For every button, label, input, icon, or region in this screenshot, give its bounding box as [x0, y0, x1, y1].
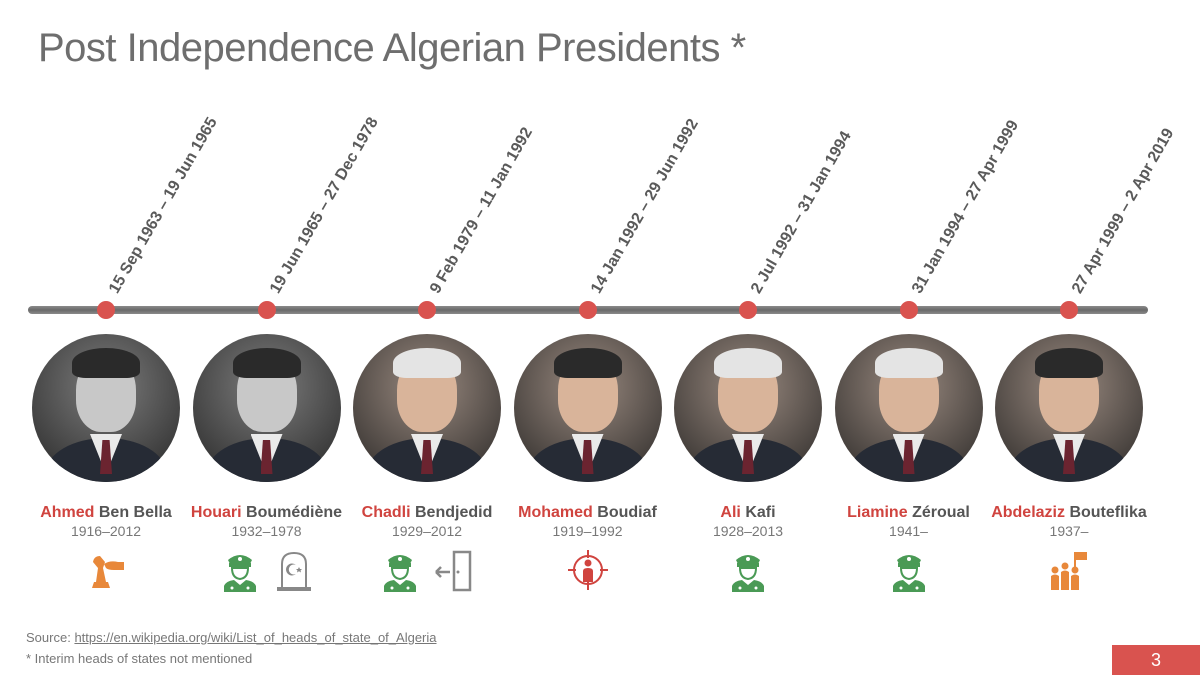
source-label: Source: [26, 630, 71, 645]
life-years: 1916–2012 [70, 523, 142, 539]
life-years: 1932–1978 [231, 523, 302, 539]
president-name: Ahmed Ben Bella [26, 504, 186, 522]
page-title: Post Independence Algerian Presidents * [38, 26, 746, 70]
last-name: Boumédiène [246, 504, 343, 521]
fate-icons [347, 548, 507, 592]
timeline-marker [578, 301, 597, 319]
president-name: Chadli Bendjedid [347, 504, 507, 522]
source-link[interactable]: https://en.wikipedia.org/wiki/List_of_he… [74, 630, 437, 645]
coup-chess-icon [84, 548, 128, 592]
source-line: Source: https://en.wikipedia.org/wiki/Li… [26, 630, 437, 645]
exit-door-icon [432, 548, 476, 592]
last-name: Zéroual [912, 504, 970, 521]
president-photo [353, 334, 501, 482]
fate-icons [508, 548, 668, 592]
life-years: 1928–2013 [712, 523, 784, 539]
president-photo [834, 334, 983, 482]
last-name: Bouteflika [1069, 504, 1147, 521]
first-name: Chadli [361, 504, 411, 521]
president-photo [192, 334, 341, 482]
life-years: 1919–1992 [552, 523, 623, 539]
military-officer-icon [218, 548, 262, 592]
timeline-marker [418, 301, 436, 319]
president-name: Mohamed Boudiaf [508, 504, 668, 522]
timeline-marker [1060, 301, 1078, 319]
president-name: Abdelaziz Bouteflika [989, 504, 1149, 522]
president-photo [513, 334, 662, 482]
timeline-marker [97, 301, 115, 319]
president-name: Liamine Zéroual [829, 504, 989, 522]
first-name: Ahmed [40, 504, 95, 521]
protest-crowd-icon [1047, 548, 1091, 592]
term-dates: 27 Apr 1999 – 2 Apr 2019 [1069, 125, 1178, 297]
first-name: Liamine [847, 504, 908, 521]
timeline-marker [739, 301, 757, 319]
life-years: 1937– [1049, 523, 1089, 539]
fate-icons [187, 548, 347, 592]
last-name: Bendjedid [415, 504, 493, 521]
fate-icons [989, 548, 1149, 592]
first-name: Houari [190, 504, 242, 521]
president-name: Ali Kafi [668, 504, 828, 522]
tombstone-icon [272, 548, 316, 592]
president-photo [674, 334, 822, 482]
president-photo [995, 334, 1143, 482]
footnote: * Interim heads of states not mentioned [26, 651, 253, 666]
last-name: Kafi [745, 504, 776, 521]
president-photo [32, 334, 180, 482]
assassination-target-icon [566, 548, 610, 592]
last-name: Boudiaf [597, 504, 657, 521]
last-name: Ben Bella [98, 504, 172, 521]
first-name: Abdelaziz [991, 504, 1065, 521]
life-years: 1929–2012 [391, 523, 463, 539]
fate-icons [829, 548, 989, 592]
life-years: 1941– [889, 523, 928, 539]
timeline-marker [257, 301, 276, 319]
fate-icons [26, 548, 186, 592]
page-number: 3 [1112, 645, 1200, 675]
first-name: Mohamed [518, 504, 593, 521]
military-officer-icon [378, 548, 422, 592]
military-officer-icon [726, 548, 770, 592]
president-name: Houari Boumédiène [187, 504, 347, 522]
military-officer-icon [887, 548, 931, 592]
first-name: Ali [720, 504, 741, 521]
fate-icons [668, 548, 828, 592]
timeline-marker [899, 301, 918, 319]
